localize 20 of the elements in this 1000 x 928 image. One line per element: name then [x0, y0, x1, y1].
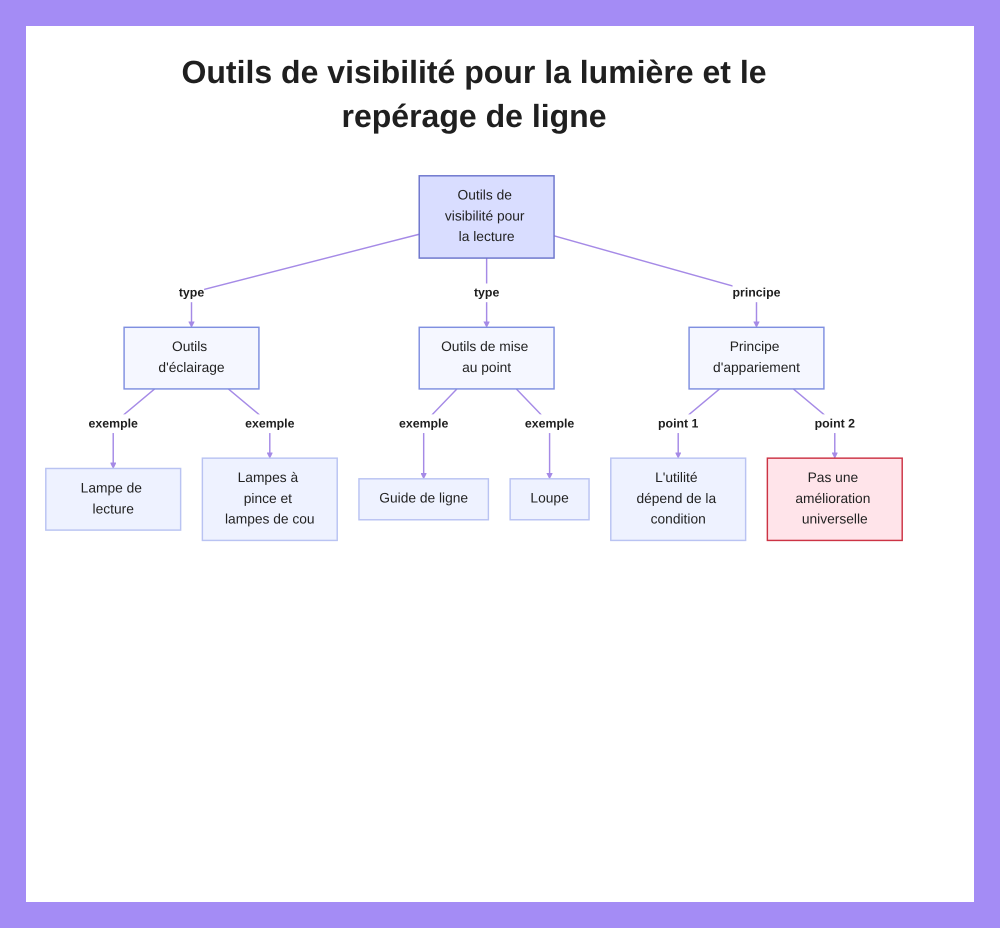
edge-label: exemple — [524, 414, 574, 433]
edge-label: principe — [732, 283, 780, 302]
edge-label: point 2 — [814, 414, 855, 433]
example-box: L'utilité dépend de la condition — [610, 457, 746, 542]
connector-arrow — [188, 234, 420, 328]
edge-label: point 1 — [658, 414, 698, 433]
edge-label: exemple — [245, 414, 294, 433]
edge-label: type — [474, 283, 500, 302]
category-box: Outils d'éclairage — [123, 326, 260, 390]
example-box: Guide de ligne — [358, 478, 490, 520]
category-box: Principe d'appariement — [688, 326, 825, 390]
edge-label: exemple — [399, 414, 448, 433]
topic-box: Outils de visibilité pour la lecture — [418, 175, 555, 259]
edge-label: exemple — [88, 414, 138, 433]
example-box: Lampe de lecture — [45, 468, 182, 531]
category-box: Outils de mise au point — [418, 326, 555, 390]
example-box: Loupe — [509, 478, 590, 520]
title: Outils de visibilité pour la lumière et le repérage de ligne — [180, 53, 768, 136]
warning-box: Pas une amélioration universelle — [766, 457, 903, 542]
example-box: Lampes à pince et lampes de cou — [202, 457, 338, 542]
